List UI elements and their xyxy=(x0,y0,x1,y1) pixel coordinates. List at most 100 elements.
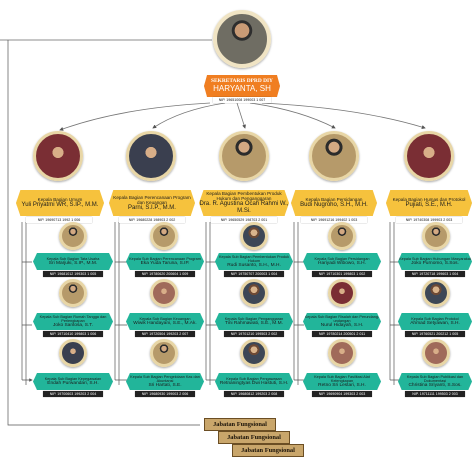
sub-name: Joko Santosa, S.T. xyxy=(53,323,93,329)
sub-title: Kepala Sub Bagian Keuangan xyxy=(139,316,191,321)
sub-title: Kepala Sub Bagian Fasilitasi Alat Keleng… xyxy=(314,374,370,383)
head-photo-perencanaan xyxy=(126,131,176,181)
sub-box: Kepala Sub Bagian Publikasi dan Dokument… xyxy=(398,373,472,390)
head-name: Dra. R. Agustina Ocah Rahmi W., M.Si. xyxy=(199,201,289,215)
head-name: Budi Nugroho, S.H., M.H. xyxy=(300,202,368,209)
sub-photo xyxy=(422,339,450,367)
sub-title: Kepala Sub Bagian Pengelolaan Kas dan Ak… xyxy=(130,374,200,383)
sub-name: Hariyadi Wibowo, S.H. xyxy=(318,260,366,266)
head-photo-persidangan xyxy=(309,131,359,181)
sub-box: Kepala Sub Bagian Persidangan Hariyadi W… xyxy=(303,253,381,270)
sub-box: Kepala Sub Bagian Keuangan Wiwik Handaya… xyxy=(126,313,204,330)
sub-photo xyxy=(422,279,450,307)
sub-photo xyxy=(59,339,87,367)
sub-photo xyxy=(240,279,268,307)
head-name: Parni, S.I.P., M.M. xyxy=(128,204,176,211)
sub-name: Retnaningtyas Dwi Hastuti, S.H. xyxy=(219,380,289,386)
sub-nip: NIP. 19681012 199303 1 005 xyxy=(43,271,103,277)
sub-photo xyxy=(422,222,450,250)
sub-photo xyxy=(59,222,87,250)
sub-nip: NIP. 19760521 200212 1 005 xyxy=(405,331,465,337)
sub-title: Kepala Sub Bagian Protokol xyxy=(411,316,459,321)
sub-title: Kepala Sub Bagian Rumah Tangga dan Perle… xyxy=(39,314,107,323)
head-photo-humas xyxy=(404,131,454,181)
sub-title: Kepala Sub Bagian Persidangan xyxy=(314,256,370,261)
fungsional-box: Jabatan Fungsional xyxy=(232,444,304,457)
sub-photo xyxy=(150,279,178,307)
sub-box: Kepala Sub Bagian Protokol Ahmad Setyawa… xyxy=(398,313,472,330)
sub-title: Kepala Sub Bagian Penganggaran xyxy=(224,316,284,321)
sub-nip: NIP. 19700603 199203 2 004 xyxy=(43,391,103,397)
head-box-umum: Kepala Bagian Umum Yuli Priyatmi WR, S.I… xyxy=(16,190,104,216)
sub-nip: NIP. 19710410 199803 1 006 xyxy=(43,331,103,337)
sub-name: Joko Purnomo, S.Sos. xyxy=(411,260,459,266)
head-box-perencanaan: Kepala Bagian Perencanaan Program dan Ke… xyxy=(109,190,195,216)
sub-photo xyxy=(240,339,268,367)
sub-nip: NIP. 19720718 199603 1 004 xyxy=(405,271,465,277)
head-title: Kepala Bagian Humas dan Protokol xyxy=(392,197,466,203)
sub-photo xyxy=(59,279,87,307)
sub-name: Sri Marjuki, S.IP., M.M. xyxy=(48,260,98,266)
sub-nip: NIP. 19680812 199203 2 008 xyxy=(224,391,284,397)
sub-box: Kepala Sub Bagian Perencanaan Program Ek… xyxy=(126,253,204,270)
head-title: Kepala Bagian Persidangan xyxy=(305,197,363,203)
sub-title: Kepala Sub Bagian Pembentukan Produk Huk… xyxy=(218,254,290,263)
sekretaris-photo xyxy=(213,10,271,68)
head-box-persidangan: Kepala Bagian Persidangan Budi Nugroho, … xyxy=(291,190,377,216)
sub-nip: NIP. 19780620 200604 1 009 xyxy=(135,271,195,277)
sub-box: Kepala Sub Bagian Fasilitasi Alat Keleng… xyxy=(303,373,381,390)
sub-title: Kepala Sub Bagian Kepegawaian xyxy=(44,376,102,381)
fungsional-box: Jabatan Fungsional xyxy=(218,431,290,444)
head-photo-hukum xyxy=(219,131,269,181)
sub-name: Nurul Hidayah, S.H. xyxy=(320,323,364,329)
sub-title: Kepala Sub Bagian Tata Usaha xyxy=(46,256,100,261)
head-nip: NIP. 19680228 198903 2 002 xyxy=(119,217,185,223)
sub-photo xyxy=(328,222,356,250)
sub-name: Christina Sriyanti, S.Sos. xyxy=(408,383,462,389)
sekretaris-title: SEKRETARIS DPRD DIY xyxy=(211,77,273,84)
head-nip: NIP. 19691216 199402 1 003 xyxy=(301,217,367,223)
sub-nip: NIP. 19780214 200501 2 011 xyxy=(312,331,372,337)
sub-photo xyxy=(240,222,268,250)
head-photo-umum xyxy=(33,131,83,181)
head-name: Pujiati, S.E., M.H. xyxy=(405,202,453,209)
sub-nip: NIP. 19720504 199203 2 007 xyxy=(135,331,195,337)
head-name: Yuli Priyatmi WR, S.IP., M.M. xyxy=(21,202,99,209)
sub-photo xyxy=(150,222,178,250)
sub-name: Rudi Susanto, S.H., M.H. xyxy=(227,263,281,269)
sub-nip: NIP. 19710301 199803 1 002 xyxy=(312,271,372,277)
sub-box: Kepala Sub Bagian Rumah Tangga dan Perle… xyxy=(33,313,113,330)
sub-box: Kepala Sub Bagian Hubungan Masyarakat Jo… xyxy=(398,253,472,270)
sub-nip: NIP. 19701210 199503 2 002 xyxy=(224,331,284,337)
sub-name: Tini Rahmawati, S.E., M.M. xyxy=(225,320,283,326)
head-box-humas: Kepala Bagian Humas dan Protokol Pujiati… xyxy=(386,190,472,216)
sub-name: Wiwik Handayani, S.E., M.Ak. xyxy=(133,320,197,326)
head-nip: NIP. 19740308 199903 2 003 xyxy=(396,217,462,223)
sub-box: Kepala Sub Bagian Kepegawaian Endah Purw… xyxy=(33,373,113,390)
head-title: Kepala Bagian Umum xyxy=(37,197,83,203)
sekretaris-nip: NIP. 19651008 199003 1 007 xyxy=(213,97,271,103)
sub-photo xyxy=(328,339,356,367)
sub-nip: NIP. 19680930 199003 2 006 xyxy=(135,391,195,397)
sub-box: Kepala Sub Bagian Penganggaran Tini Rahm… xyxy=(215,313,293,330)
sub-title: Kepala Sub Bagian Pengawasan xyxy=(226,376,282,381)
sub-box: Kepala Sub Bagian Pembentukan Produk Huk… xyxy=(215,253,293,270)
sub-box: Kepala Sub Bagian Tata Usaha Sri Marjuki… xyxy=(33,253,113,270)
sub-name: Sri Hartati, S.E. xyxy=(148,383,182,389)
sub-name: Retno Sri Lestari, S.H. xyxy=(318,383,366,389)
sub-box: Kepala Sub Bagian Pengelolaan Kas dan Ak… xyxy=(126,373,204,390)
sub-title: Kepala Sub Bagian Hubungan Masyarakat xyxy=(399,256,471,261)
sekretaris-name: HARYANTA, SH xyxy=(213,83,271,93)
head-box-hukum: Kepala Bagian Pembentukan Produk Hukum d… xyxy=(199,190,289,216)
sub-name: Eka Yuda Taruna, S.IP. xyxy=(140,260,190,266)
sub-title: Kepala Sub Bagian Risalah dan Perundang-… xyxy=(304,314,380,323)
sub-name: Endah Purwandari, S.H. xyxy=(47,380,99,386)
head-nip: NIP. 19650529 198703 2 001 xyxy=(211,217,277,223)
sub-nip: NIP. 19750707 200003 1 004 xyxy=(224,271,284,277)
sub-nip: NIP. 19690904 199303 2 003 xyxy=(312,391,372,397)
head-title: Kepala Bagian Perencanaan Program dan Ke… xyxy=(113,194,191,205)
sub-title: Kepala Sub Bagian Publikasi dan Dokument… xyxy=(406,374,464,383)
head-nip: NIP. 19690713 1992 1 006 xyxy=(26,217,92,223)
